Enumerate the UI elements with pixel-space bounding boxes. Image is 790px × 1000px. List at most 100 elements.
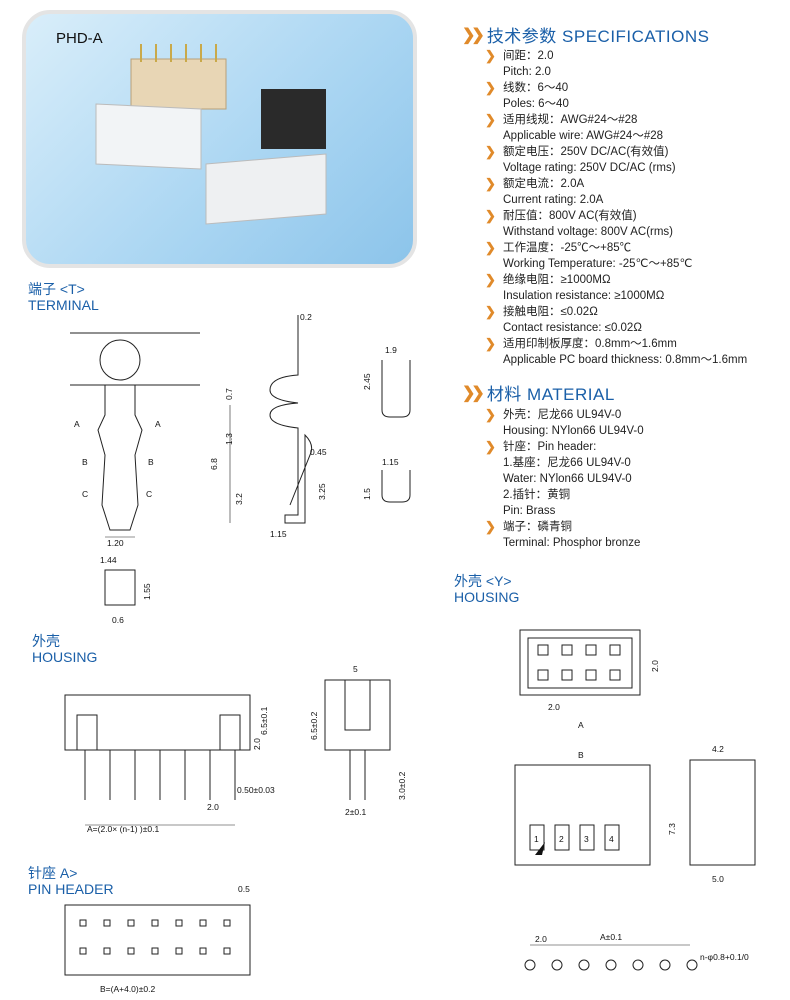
svg-text:6.5±0.2: 6.5±0.2 — [309, 711, 319, 740]
pin-square — [103, 947, 111, 955]
spec-cn: 线数：6～40 — [503, 82, 569, 94]
svg-text:B: B — [148, 457, 154, 467]
material-heading: 材料 MATERIAL — [486, 385, 615, 404]
pin-slot — [529, 824, 545, 851]
svg-text:4.2: 4.2 — [712, 744, 724, 754]
svg-text:2.0: 2.0 — [207, 802, 219, 812]
svg-text:0.6: 0.6 — [112, 615, 124, 625]
svg-text:5: 5 — [353, 664, 358, 674]
pin-square — [127, 947, 135, 955]
spec-en: Withstand voltage: 800V AC(rms) — [503, 226, 674, 238]
svg-text:5.0: 5.0 — [712, 874, 724, 884]
spec-en: Applicable wire: AWG#24～#28 — [503, 130, 664, 142]
material-line: ❯外壳：尼龙66 UL94V-0 — [485, 407, 622, 422]
svg-text:6.8: 6.8 — [209, 458, 219, 470]
chevron-icon: ❯ — [485, 336, 496, 351]
spec-cn: 间距：2.0 — [503, 50, 554, 62]
material-line: ❯端子：磷青铜 — [485, 519, 572, 534]
svg-text:7.3: 7.3 — [667, 823, 677, 835]
cavity — [585, 669, 597, 681]
svg-text:2.0: 2.0 — [252, 738, 262, 750]
cavity — [585, 644, 597, 656]
svg-text:n-φ0.8+0.1/0: n-φ0.8+0.1/0 — [700, 952, 749, 962]
pin-header-heading: 针座 A>PIN HEADER — [28, 865, 114, 897]
svg-text:0.5: 0.5 — [238, 884, 250, 894]
material-line: 2.插针：黄铜 — [503, 489, 571, 501]
svg-text:A=(2.0× (n-1) )±0.1: A=(2.0× (n-1) )±0.1 — [87, 824, 159, 834]
specifications-title: ❯❯ 技术参数 SPECIFICATIONS — [462, 22, 709, 47]
spec-item: ❯ 接触电阻：≤0.02Ω Contact resistance: ≤0.02Ω — [485, 304, 747, 336]
spec-cn: 接触电阻：≤0.02Ω — [503, 306, 598, 318]
cavity — [609, 644, 621, 656]
material-line: ❯针座：Pin header: — [485, 439, 597, 454]
cavity — [561, 644, 573, 656]
svg-text:A: A — [74, 419, 80, 429]
pin-square — [79, 919, 87, 927]
svg-text:B: B — [82, 457, 88, 467]
terminal-heading: 端子 <T>TERMINAL — [28, 281, 99, 313]
svg-text:A±0.1: A±0.1 — [600, 932, 622, 942]
chevron-icon: ❯ — [485, 272, 496, 287]
pin-square — [79, 947, 87, 955]
spec-item: ❯ 工作温度：-25℃～+85℃ Working Temperature: -25℃… — [485, 240, 747, 272]
spec-item: ❯ 额定电压：250V DC/AC(有效值) Voltage rating: 250… — [485, 144, 747, 176]
material-line: Pin: Brass — [503, 505, 556, 517]
spec-en: Pitch: 2.0 — [503, 66, 551, 78]
svg-text:2.0: 2.0 — [650, 660, 660, 672]
spec-en: Insulation resistance: ≥1000MΩ — [503, 290, 665, 302]
svg-text:B: B — [578, 750, 584, 760]
housing-drawing: 6.5±0.1 2.0 0.50±0.03 2.0 A=(2.0× (n-1) … — [64, 664, 407, 834]
svg-text:6.5±0.1: 6.5±0.1 — [259, 706, 269, 735]
svg-text:3.25: 3.25 — [317, 483, 327, 500]
material-line: 1.基座：尼龙66 UL94V-0 — [503, 457, 631, 469]
cavity — [609, 669, 621, 681]
double-chevron-icon: ❯❯ — [462, 26, 485, 44]
svg-text:2.0: 2.0 — [548, 702, 560, 712]
svg-text:1.3: 1.3 — [224, 433, 234, 445]
svg-text:2.0: 2.0 — [535, 934, 547, 944]
svg-text:1.20: 1.20 — [107, 538, 124, 548]
spec-en: Current rating: 2.0A — [503, 194, 604, 206]
spec-item: ❯耐压值：800V AC(有效值)Withstand voltage: 800V… — [485, 208, 747, 240]
svg-text:3.0±0.2: 3.0±0.2 — [397, 771, 407, 800]
spec-cn: 额定电流：2.0A — [503, 178, 585, 190]
pin-square — [223, 947, 231, 955]
svg-text:0.2: 0.2 — [300, 312, 312, 322]
pin-slot — [554, 824, 570, 851]
cavity — [537, 669, 549, 681]
pcb-hole — [659, 959, 671, 971]
pin-square — [199, 947, 207, 955]
svg-text:0.7: 0.7 — [224, 388, 234, 400]
chevron-icon: ❯ — [485, 304, 496, 319]
chevron-icon: ❯ — [485, 240, 496, 255]
pin-square — [151, 947, 159, 955]
spec-en: Working Temperature: -25℃～+85℃ — [503, 258, 693, 270]
spec-en: Voltage rating: 250V DC/AC (rms) — [503, 162, 676, 174]
spec-en: Poles: 6～40 — [503, 98, 569, 110]
cavity — [561, 669, 573, 681]
pin-square — [151, 919, 159, 927]
pin-number: 4 — [609, 834, 614, 844]
chevron-icon: ❯ — [485, 144, 496, 159]
spec-cn: 适用印制板厚度：0.8mm～1.6mm — [503, 338, 677, 350]
pin-square — [175, 919, 183, 927]
pin-number: 3 — [584, 834, 589, 844]
spec-cn: 工作温度：-25℃～+85℃ — [503, 242, 632, 254]
pin-number: 2 — [559, 834, 564, 844]
spec-cn: 额定电压：250V DC/AC(有效值) — [503, 146, 669, 158]
spec-en: Contact resistance: ≤0.02Ω — [503, 322, 642, 334]
pin-square — [127, 919, 135, 927]
svg-text:3.2: 3.2 — [234, 493, 244, 505]
pcb-hole — [686, 959, 698, 971]
specifications-heading: 技术参数 SPECIFICATIONS — [486, 27, 710, 46]
svg-text:C: C — [82, 489, 88, 499]
